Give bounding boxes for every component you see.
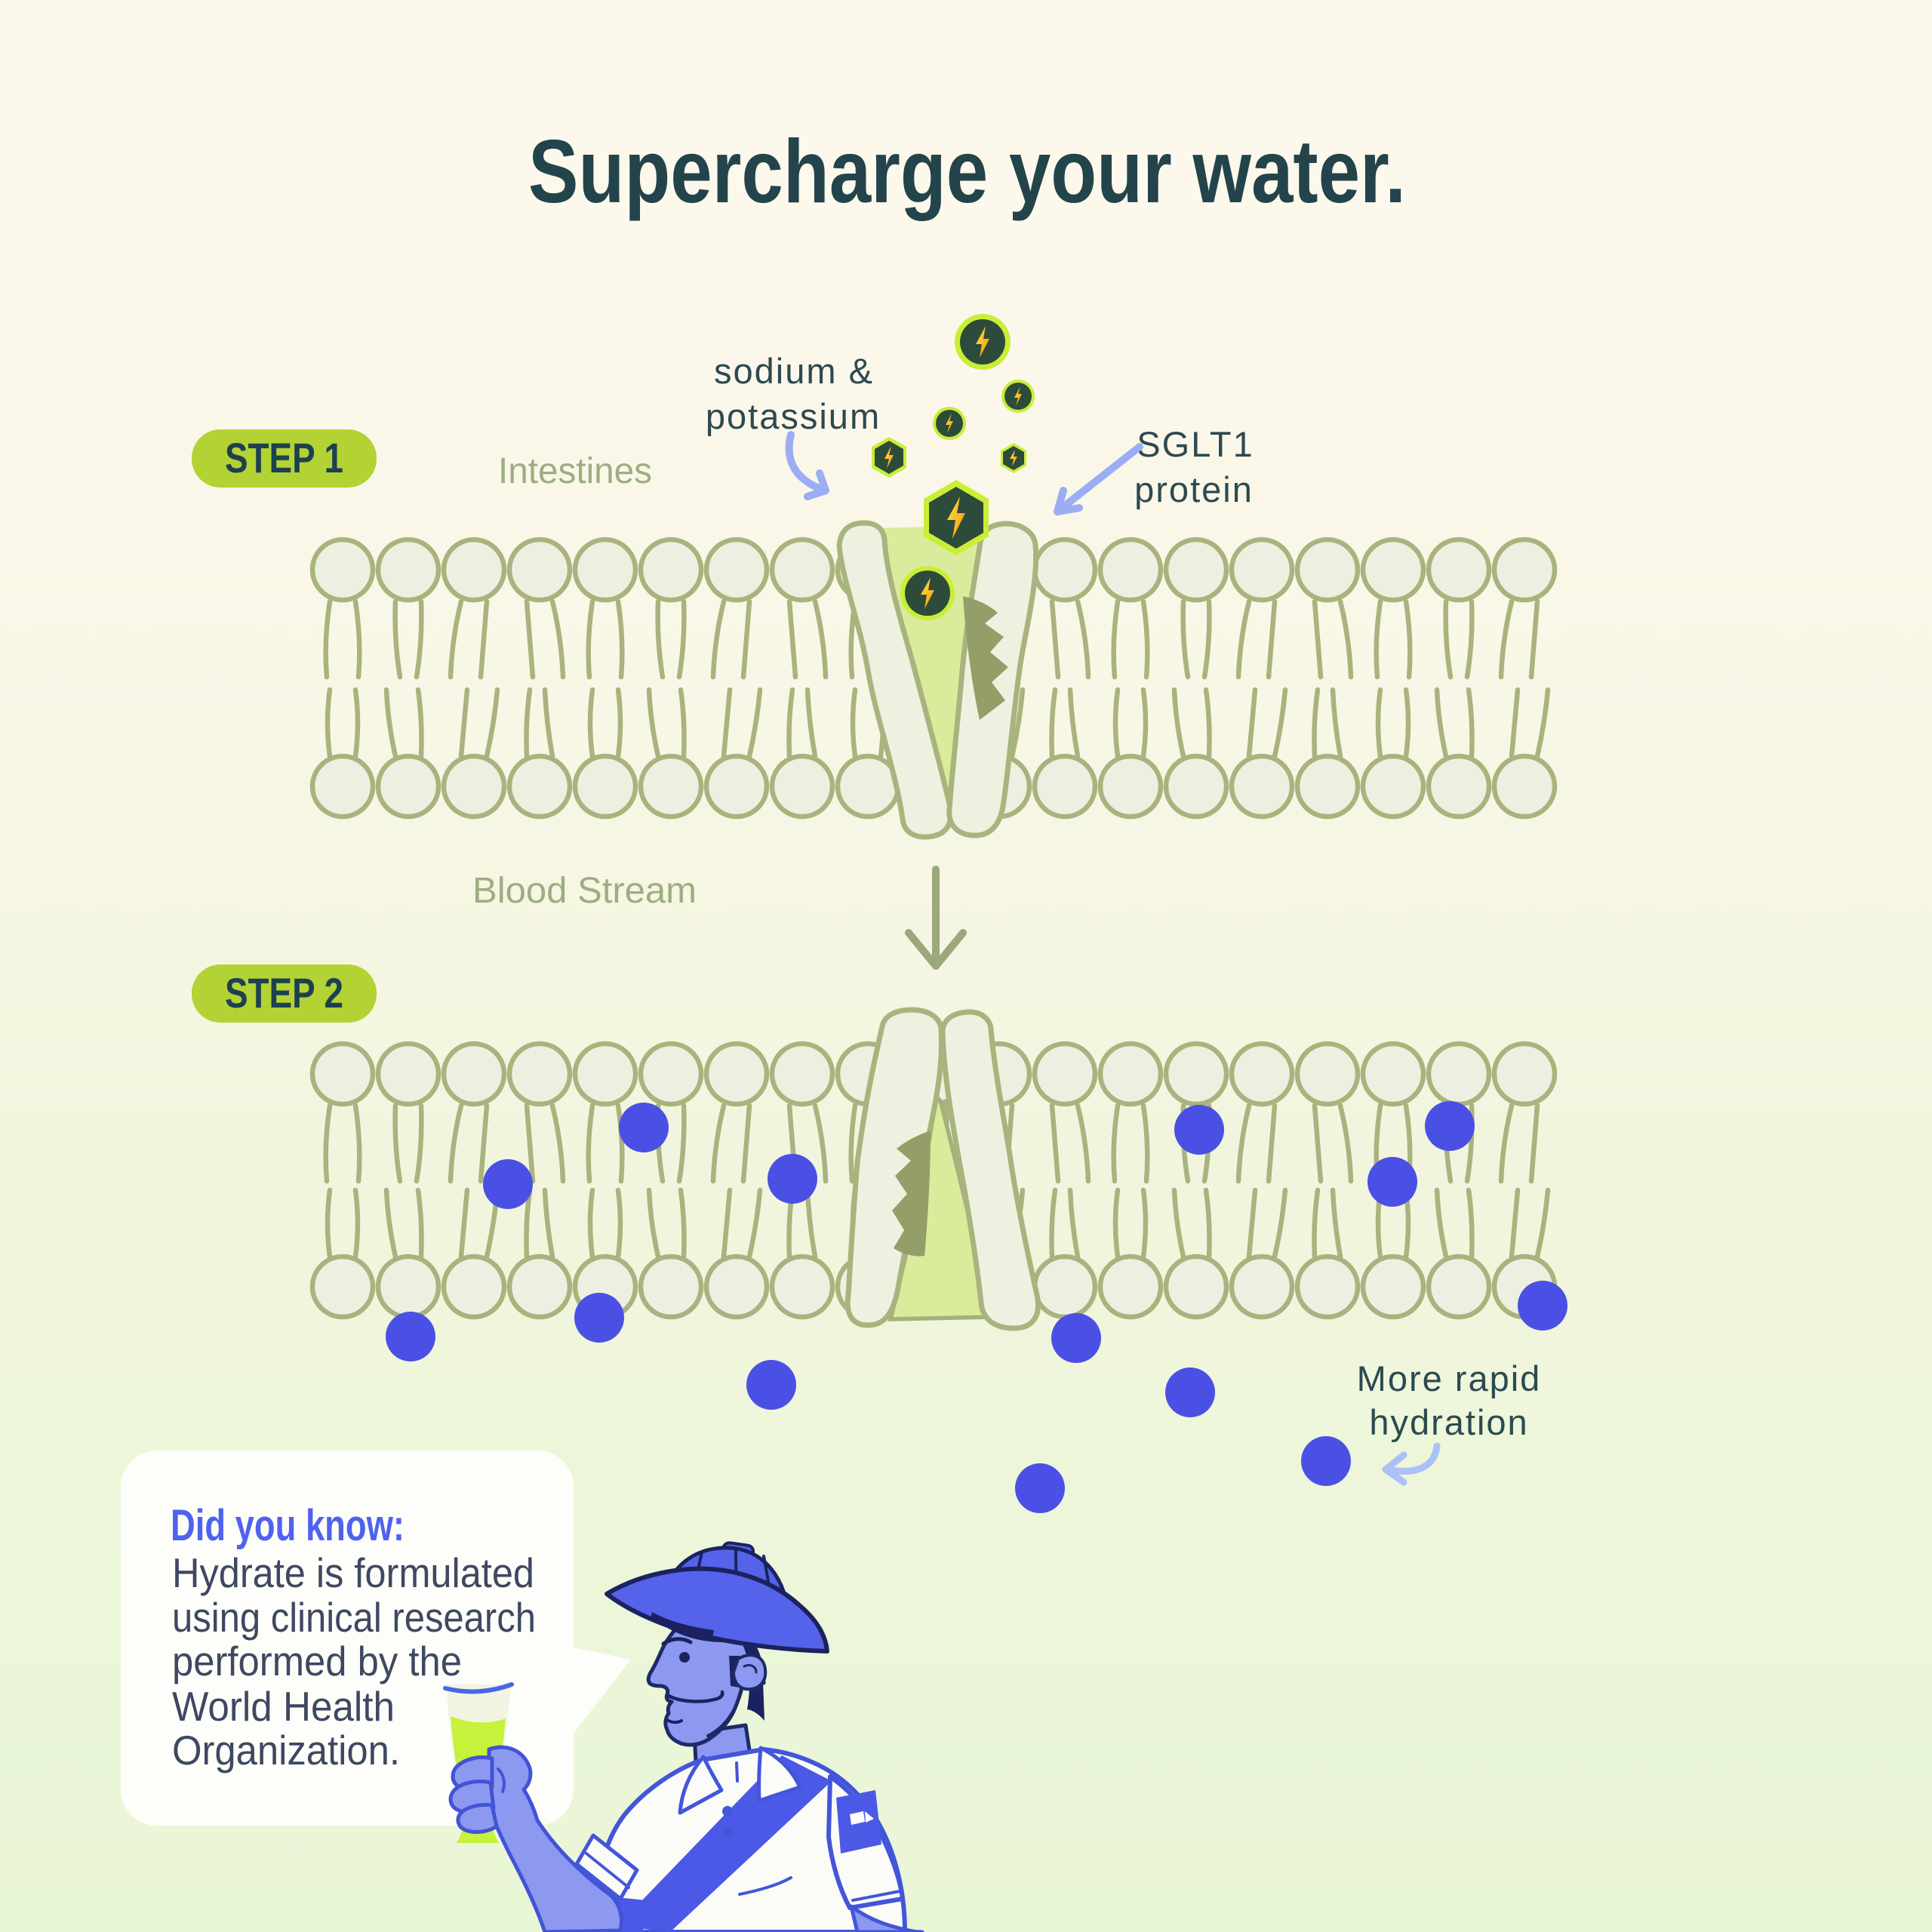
svg-text:hydration: hydration xyxy=(1369,1402,1528,1442)
svg-text:sodium &: sodium & xyxy=(714,351,874,391)
svg-text:Blood Stream: Blood Stream xyxy=(472,871,697,911)
svg-text:Intestines: Intestines xyxy=(498,451,652,491)
svg-text:SGLT1: SGLT1 xyxy=(1137,424,1254,464)
svg-text:Hydrate is formulated: Hydrate is formulated xyxy=(172,1549,534,1596)
svg-text:More rapid: More rapid xyxy=(1357,1358,1542,1398)
svg-text:Organization.: Organization. xyxy=(172,1727,400,1774)
svg-text:STEP 1: STEP 1 xyxy=(225,434,343,481)
svg-text:Supercharge your water.: Supercharge your water. xyxy=(528,122,1406,222)
svg-text:performed by the: performed by the xyxy=(172,1638,462,1684)
svg-text:protein: protein xyxy=(1134,469,1254,509)
svg-text:Did you know:: Did you know: xyxy=(171,1501,405,1550)
svg-text:STEP 2: STEP 2 xyxy=(225,969,343,1017)
svg-text:potassium: potassium xyxy=(706,396,881,436)
svg-text:World Health: World Health xyxy=(172,1683,395,1730)
svg-text:using clinical research: using clinical research xyxy=(172,1594,536,1641)
